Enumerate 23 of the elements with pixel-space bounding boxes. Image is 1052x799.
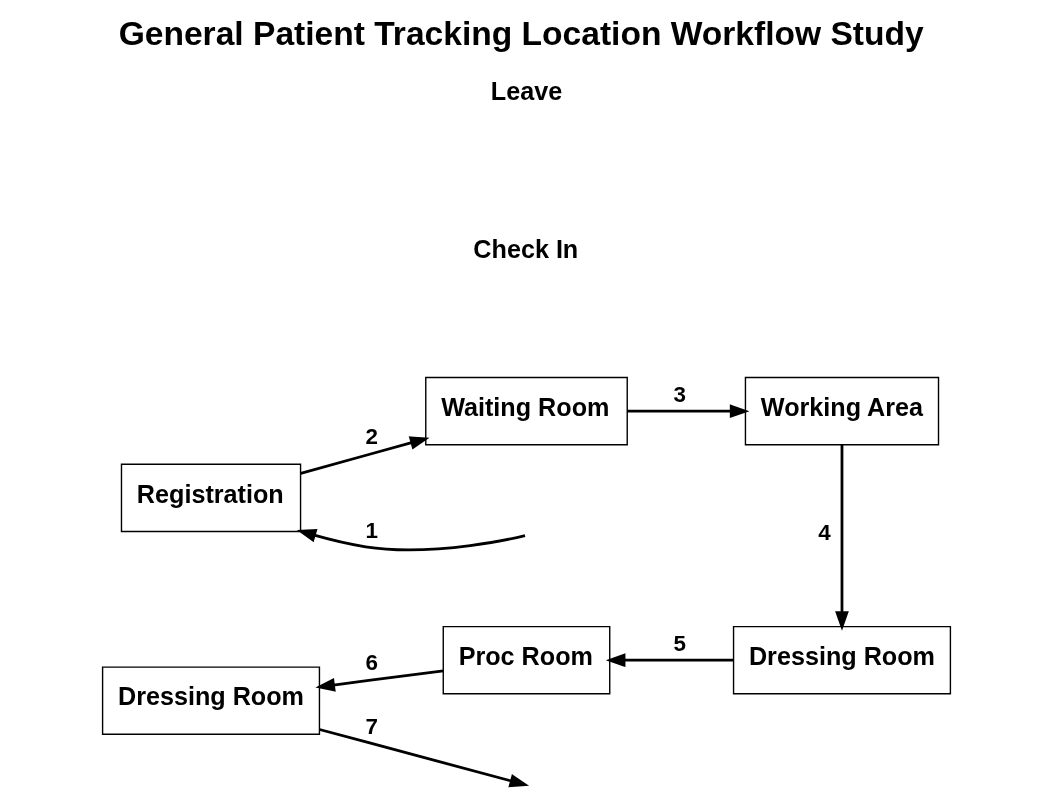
node-box: Waiting Room <box>424 376 628 446</box>
edge-label: 1 <box>365 518 378 544</box>
node-box: Proc Room <box>442 625 610 695</box>
diagram-title: General Patient Tracking Location Workflow Study <box>118 14 924 52</box>
arrow <box>296 529 525 552</box>
arrow <box>314 669 443 692</box>
edge-label: 6 <box>365 649 378 675</box>
edge-label: 4 <box>817 519 831 545</box>
node-box: Registration <box>120 463 301 533</box>
arrow <box>626 404 749 418</box>
arrow <box>318 728 529 788</box>
edge-label: 3 <box>672 382 686 408</box>
node-box: Working Area <box>744 376 939 446</box>
node-box: Dressing Room <box>732 625 951 695</box>
edge-label: 5 <box>672 631 686 657</box>
arrow <box>834 445 849 631</box>
label: Check In <box>472 234 578 263</box>
arrow <box>605 653 733 668</box>
edge-label: 2 <box>365 424 378 450</box>
edge-label: 7 <box>365 714 378 740</box>
node-box: Dressing Room <box>101 666 320 735</box>
arrow <box>299 436 429 475</box>
label: Leave <box>490 76 562 105</box>
